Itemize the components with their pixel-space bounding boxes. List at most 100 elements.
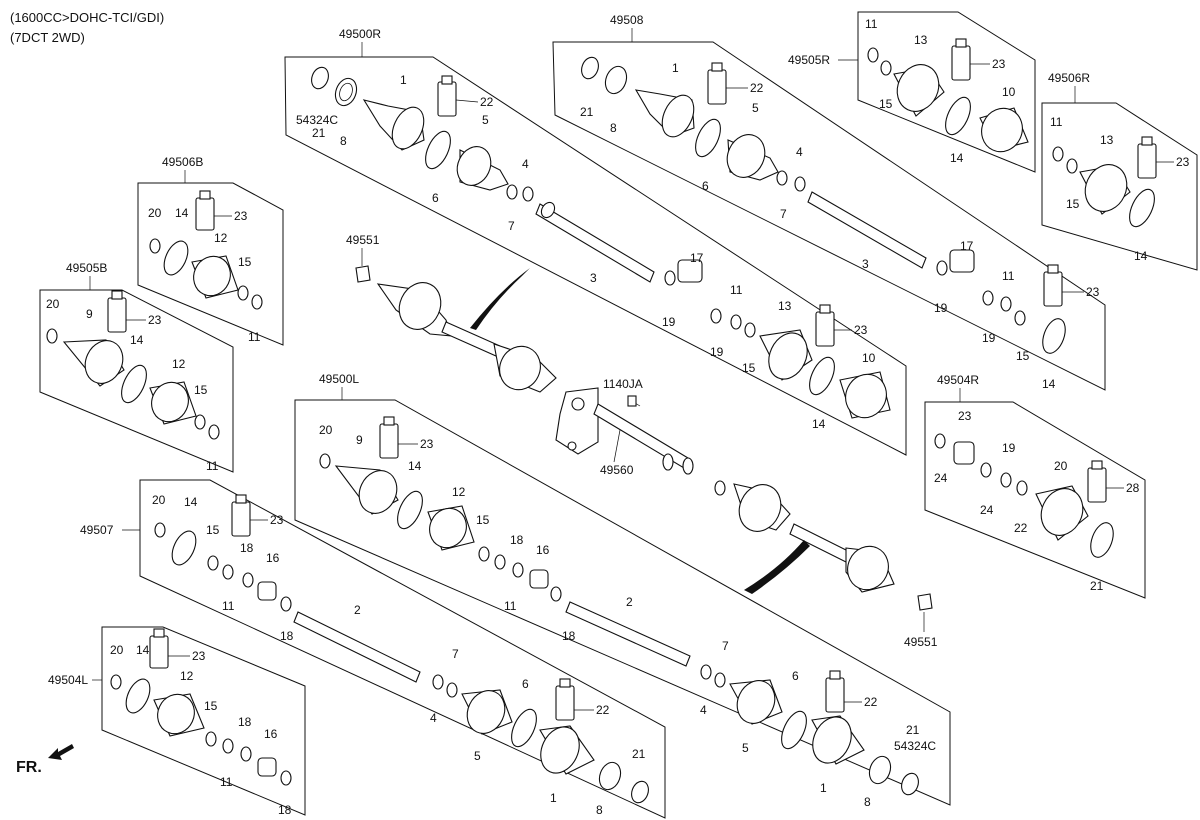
label-11-49507: 11 bbox=[222, 599, 235, 613]
box-49508 bbox=[552, 41, 1106, 391]
label-11-49506R: 11 bbox=[1050, 115, 1063, 129]
label-11-49500L: 11 bbox=[504, 599, 517, 613]
label-15-49508: 15 bbox=[1016, 349, 1030, 363]
assembled-shaft-upper bbox=[355, 265, 557, 393]
label-12-49500L: 12 bbox=[452, 485, 466, 499]
label-4-49500R: 4 bbox=[522, 157, 529, 171]
label-17-49500R: 17 bbox=[690, 251, 704, 265]
label-18a-49507: 18 bbox=[240, 541, 254, 555]
label-19b-49508: 19 bbox=[982, 331, 996, 345]
assembly-49507 bbox=[154, 494, 649, 804]
label-8-49508: 8 bbox=[610, 121, 617, 135]
group-label-49506R[interactable]: 49506R bbox=[1048, 71, 1090, 85]
label-15-49505R: 15 bbox=[879, 97, 893, 111]
box-49507 bbox=[139, 479, 666, 819]
label-20-49505B: 20 bbox=[46, 297, 60, 311]
assembly-49506R bbox=[1052, 136, 1157, 228]
label-23-49504L: 23 bbox=[192, 649, 206, 663]
box-49506R bbox=[1041, 102, 1198, 271]
label-24b-49504R: 24 bbox=[980, 503, 994, 517]
label-15-49500R: 15 bbox=[742, 361, 756, 375]
assembly-49500L bbox=[319, 416, 919, 796]
label-14-49504L: 14 bbox=[136, 643, 150, 657]
transmission-spec-text: (7DCT 2WD) bbox=[10, 30, 85, 45]
label-19a-49508: 19 bbox=[934, 301, 948, 315]
assembly-49505R bbox=[867, 38, 1029, 153]
label-23-49504R: 23 bbox=[958, 409, 972, 423]
label-14-49500R: 14 bbox=[812, 417, 826, 431]
box-49506B bbox=[137, 182, 284, 346]
label-12-49506B: 12 bbox=[214, 231, 228, 245]
label-18a-49500L: 18 bbox=[510, 533, 524, 547]
label-11-49508: 11 bbox=[1002, 269, 1015, 283]
label-20-49504R: 20 bbox=[1054, 459, 1068, 473]
group-label-49508[interactable]: 49508 bbox=[610, 13, 644, 27]
label-6-49500L: 6 bbox=[792, 669, 799, 683]
label-14-49505B: 14 bbox=[130, 333, 144, 347]
group-label-49507[interactable]: 49507 bbox=[80, 523, 114, 537]
label-4-49508: 4 bbox=[796, 145, 803, 159]
label-5-49500L: 5 bbox=[742, 741, 749, 755]
label-1140JA: 1140JA bbox=[603, 377, 643, 391]
box-49500R bbox=[284, 56, 907, 456]
label-6-49500R: 6 bbox=[432, 191, 439, 205]
label-22-49504R: 22 bbox=[1014, 521, 1028, 535]
label-1-49508: 1 bbox=[672, 61, 679, 75]
group-label-49504R[interactable]: 49504R bbox=[937, 373, 979, 387]
label-14-49505R: 14 bbox=[950, 151, 964, 165]
label-9-49505B: 9 bbox=[86, 307, 93, 321]
label-5-49508: 5 bbox=[752, 101, 759, 115]
group-label-49505B[interactable]: 49505B bbox=[66, 261, 107, 275]
label-14-49506R: 14 bbox=[1134, 249, 1148, 263]
label-7-49500R: 7 bbox=[508, 219, 515, 233]
group-label-49505R[interactable]: 49505R bbox=[788, 53, 830, 67]
label-23-49507: 23 bbox=[270, 513, 284, 527]
label-13-49500R: 13 bbox=[778, 299, 792, 313]
label-14-49508: 14 bbox=[1042, 377, 1056, 391]
assembly-49505B bbox=[46, 290, 220, 440]
label-2-49507: 2 bbox=[354, 603, 361, 617]
label-16-49507: 16 bbox=[266, 551, 280, 565]
group-label-49500R[interactable]: 49500R bbox=[339, 27, 381, 41]
label-11-49506B: 11 bbox=[248, 330, 261, 344]
group-label-49500L[interactable]: 49500L bbox=[319, 372, 359, 386]
label-54324C-49500L: 54324C bbox=[894, 739, 936, 753]
label-16-49504L: 16 bbox=[264, 727, 278, 741]
assembled-shaft-lower bbox=[714, 480, 933, 611]
group-label-49504L[interactable]: 49504L bbox=[48, 673, 88, 687]
label-28-49504R: 28 bbox=[1126, 481, 1140, 495]
label-5-49500R: 5 bbox=[482, 113, 489, 127]
label-18b-49504L: 18 bbox=[278, 803, 292, 817]
label-20-49507: 20 bbox=[152, 493, 166, 507]
label-15-49505B: 15 bbox=[194, 383, 208, 397]
assembly-49506B bbox=[149, 190, 263, 310]
label-19-49504R: 19 bbox=[1002, 441, 1016, 455]
label-5-49507: 5 bbox=[474, 749, 481, 763]
label-23-49506B: 23 bbox=[234, 209, 248, 223]
label-7-49500L: 7 bbox=[722, 639, 729, 653]
label-11-49504L: 11 bbox=[220, 775, 233, 789]
box-49504R bbox=[924, 401, 1146, 599]
label-22-49500R: 22 bbox=[480, 95, 494, 109]
label-23-49500L: 23 bbox=[420, 437, 434, 451]
label-49551-lower: 49551 bbox=[904, 635, 938, 649]
label-14-49507: 14 bbox=[184, 495, 198, 509]
assembly-49504R bbox=[934, 433, 1114, 558]
label-6-49508: 6 bbox=[702, 179, 709, 193]
assembly-49508 bbox=[581, 56, 1066, 354]
assembly-49500R bbox=[311, 66, 891, 419]
label-2-49500L: 2 bbox=[626, 595, 633, 609]
label-1-49507: 1 bbox=[550, 791, 557, 805]
group-label-49506B[interactable]: 49506B bbox=[162, 155, 203, 169]
label-18b-49507: 18 bbox=[280, 629, 294, 643]
label-20-49500L: 20 bbox=[319, 423, 333, 437]
label-1-49500R: 1 bbox=[400, 73, 407, 87]
label-16-49500L: 16 bbox=[536, 543, 550, 557]
label-14-49500L: 14 bbox=[408, 459, 422, 473]
label-11-49505R: 11 bbox=[865, 17, 878, 31]
label-21-49500R: 21 bbox=[312, 126, 326, 140]
label-15-49507: 15 bbox=[206, 523, 220, 537]
label-13-49506R: 13 bbox=[1100, 133, 1114, 147]
label-23-49506R: 23 bbox=[1176, 155, 1190, 169]
